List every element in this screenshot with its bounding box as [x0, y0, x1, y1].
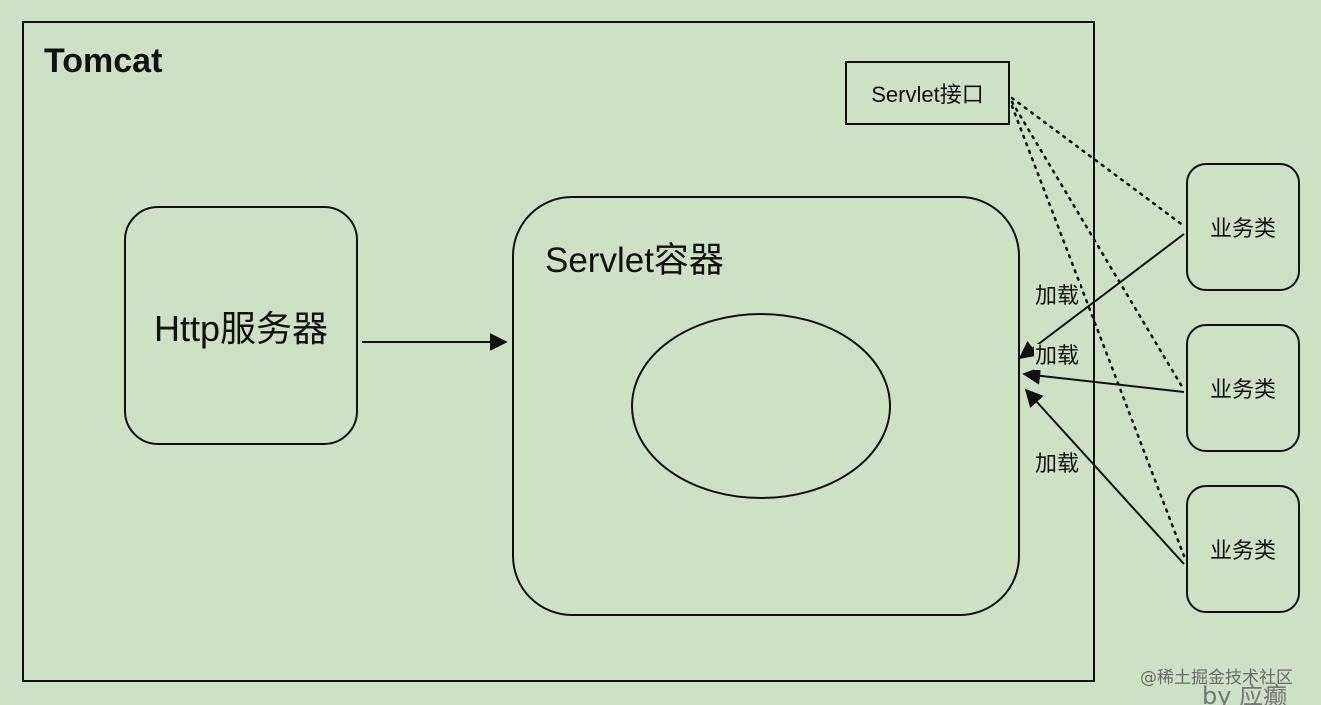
implements-line-3 — [1010, 104, 1186, 558]
business-class-label: 业务类 — [1209, 378, 1276, 403]
business-class-node: 业务类 — [1186, 485, 1300, 613]
business-class-node: 业务类 — [1186, 163, 1300, 291]
load-arrow-2 — [1022, 366, 1185, 393]
tomcat-boundary — [22, 21, 1095, 682]
business-class-label: 业务类 — [1209, 217, 1276, 242]
tomcat-title: Tomcat — [44, 42, 163, 80]
implements-line-1 — [1010, 96, 1186, 228]
implements-line-2 — [1010, 100, 1186, 392]
http-server-label: Http服务器 — [153, 307, 329, 349]
servlet-interface-node: Servlet接口 — [845, 61, 1010, 125]
load-arrow-1 — [1018, 233, 1185, 360]
servlet-container-node — [512, 196, 1020, 616]
watermark-site: @稀土掘金技术社区 — [1140, 668, 1293, 688]
load-arrow-3 — [1024, 388, 1185, 565]
servlet-container-label: Servlet容器 — [545, 241, 724, 280]
business-class-label: 业务类 — [1209, 539, 1276, 564]
watermark-author: by 应癫 — [1202, 682, 1288, 705]
servlet-interface-label: Servlet接口 — [871, 82, 984, 107]
http-server-node: Http服务器 — [124, 206, 358, 445]
load-label: 加载 — [1034, 284, 1081, 310]
servlet-instance-ellipse — [631, 313, 891, 499]
load-label: 加载 — [1034, 452, 1081, 478]
load-label: 加载 — [1034, 344, 1081, 370]
business-class-node: 业务类 — [1186, 324, 1300, 452]
